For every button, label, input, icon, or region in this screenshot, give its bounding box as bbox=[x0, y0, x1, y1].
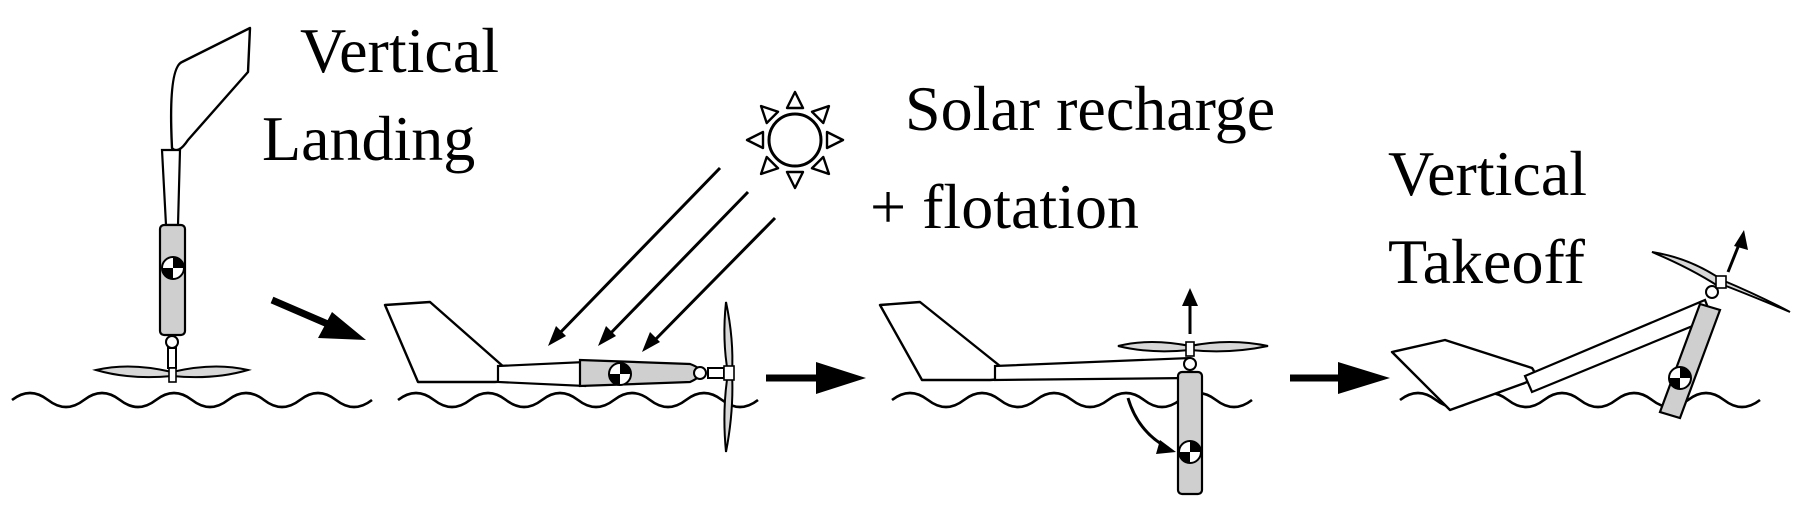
solar-recharge-title-line2: + flotation bbox=[870, 171, 1139, 242]
aircraft-vertical-landing bbox=[92, 26, 252, 383]
vertical-landing-title-line1: Vertical bbox=[300, 15, 499, 86]
vertical-takeoff-title-line1: Vertical bbox=[1388, 138, 1587, 209]
solar-recharge-title-line1: Solar recharge bbox=[905, 73, 1275, 144]
aircraft-floating-horizontal bbox=[383, 300, 735, 453]
center-of-gravity-icon bbox=[608, 362, 632, 386]
water-surface-1 bbox=[10, 391, 374, 409]
vertical-takeoff-title-line2: Takeoff bbox=[1388, 226, 1586, 297]
right-arrow-icon bbox=[1290, 362, 1390, 394]
aircraft-flotation-transition bbox=[878, 288, 1269, 496]
sunlight-arrows bbox=[548, 166, 777, 352]
sun-icon bbox=[745, 90, 845, 190]
center-of-gravity-icon bbox=[1178, 440, 1202, 464]
center-of-gravity-icon bbox=[161, 256, 185, 280]
right-arrow-icon bbox=[766, 362, 866, 394]
water-surface-2 bbox=[396, 391, 760, 409]
vertical-landing-title-line2: Landing bbox=[262, 103, 475, 174]
center-of-gravity-icon bbox=[1668, 366, 1692, 390]
aircraft-vertical-takeoff bbox=[1390, 230, 1791, 420]
right-arrow-icon bbox=[270, 296, 366, 340]
